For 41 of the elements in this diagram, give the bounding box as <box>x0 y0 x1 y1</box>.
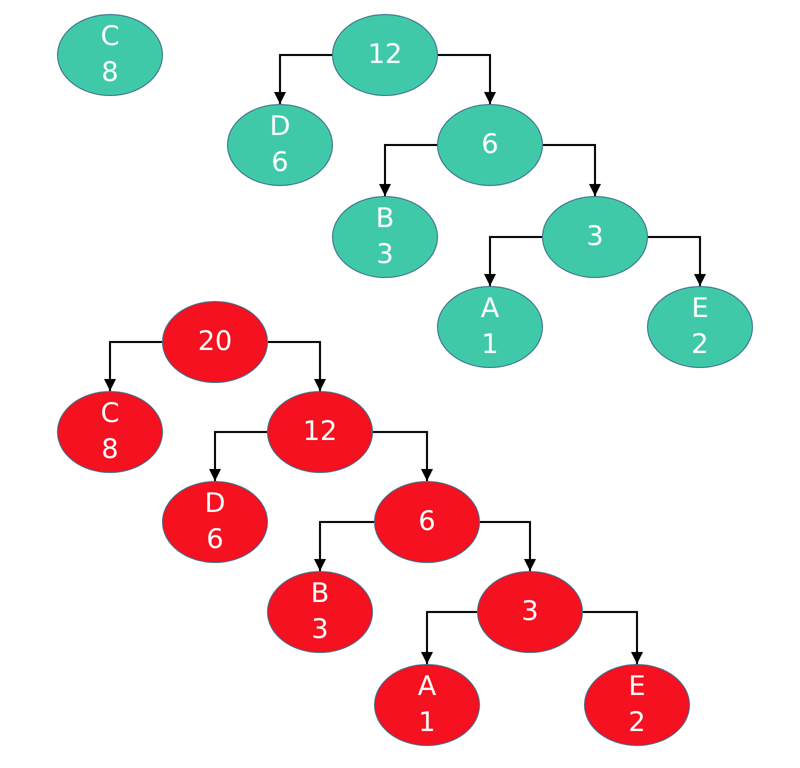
node-label: D <box>270 110 290 144</box>
node-label: 6 <box>206 523 224 557</box>
node-label: 6 <box>271 146 289 180</box>
arrow <box>480 521 536 571</box>
node-label: 12 <box>368 38 402 72</box>
node-label: E <box>628 670 646 704</box>
arrow <box>274 54 332 104</box>
node-label: 8 <box>101 433 119 467</box>
node-label: 1 <box>481 328 499 362</box>
arrow <box>583 611 643 664</box>
node-label: 1 <box>418 706 436 740</box>
node-label: 2 <box>628 706 646 740</box>
node-label: 20 <box>198 325 232 359</box>
arrow <box>543 144 601 196</box>
node-label: 3 <box>376 238 394 272</box>
arrow <box>421 611 477 664</box>
arrow <box>379 144 437 196</box>
node-label: 2 <box>691 328 709 362</box>
node-label: D <box>204 487 226 521</box>
arrow <box>373 431 433 481</box>
node-label: B <box>376 202 394 236</box>
node-label: C <box>100 397 120 431</box>
arrow <box>104 341 162 391</box>
node-label: 8 <box>101 56 119 90</box>
arrow <box>268 341 326 391</box>
node-label: E <box>691 292 709 326</box>
node-label: A <box>418 670 436 704</box>
node-label: 3 <box>311 613 329 647</box>
node-label: 6 <box>418 505 436 539</box>
node-label: 12 <box>302 415 338 449</box>
node-label: 3 <box>586 220 604 254</box>
arrow <box>484 236 542 286</box>
arrow <box>648 236 706 286</box>
node-label: A <box>480 292 500 326</box>
node-label: B <box>310 577 330 611</box>
arrow <box>314 521 374 571</box>
arrow <box>209 431 267 481</box>
node-label: C <box>100 20 120 54</box>
arrow <box>438 54 496 104</box>
node-label: 6 <box>481 128 499 162</box>
node-label: 3 <box>521 595 539 629</box>
